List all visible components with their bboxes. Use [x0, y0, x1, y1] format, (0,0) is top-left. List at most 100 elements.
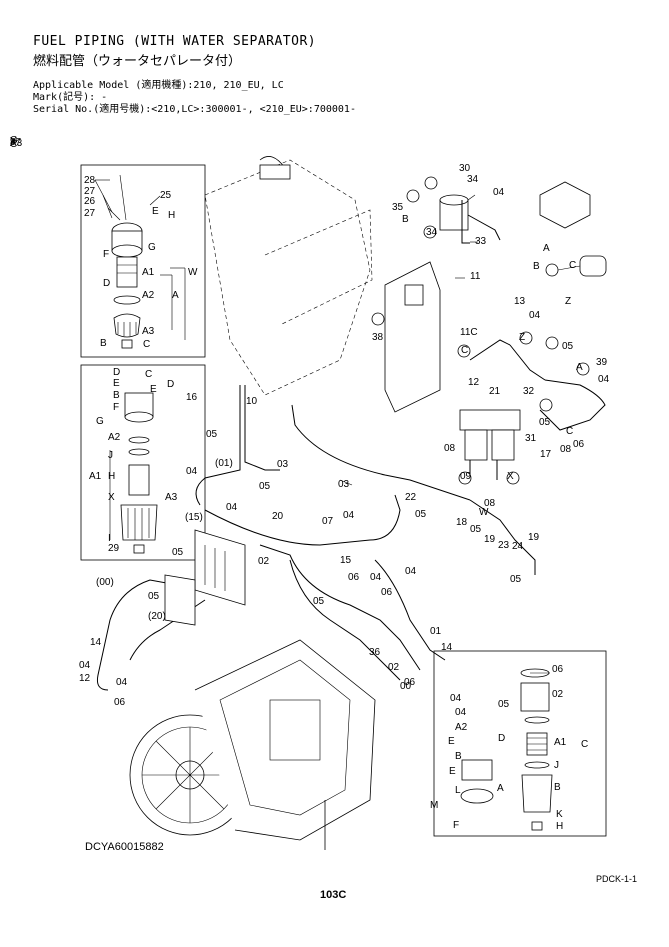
callout-label: 04	[405, 566, 417, 577]
callout-label: E	[150, 384, 157, 395]
callout-label: 06	[404, 677, 416, 688]
callout-label: D	[498, 733, 505, 744]
callout-label: 05	[510, 574, 522, 585]
mark-line: Mark(記号): -	[33, 92, 108, 103]
callout-label: G	[148, 242, 156, 253]
callout-label: 11	[470, 271, 481, 282]
callout-label: C	[143, 339, 150, 350]
callout-label: 06	[381, 587, 393, 598]
callout-label: A	[172, 290, 179, 301]
callout-label: D	[103, 278, 110, 289]
callout-label: 21	[489, 386, 501, 397]
callout-label: M	[430, 800, 438, 811]
callout-label: 04	[116, 677, 128, 688]
callout-circles	[406, 176, 590, 485]
callout-label: 36	[369, 647, 381, 658]
callout-label: 23	[498, 540, 510, 551]
callout-label: L	[455, 785, 461, 796]
callout-label: 04	[450, 693, 462, 704]
callout-label: 04	[186, 466, 198, 477]
top-filter-drawing	[439, 194, 501, 244]
callout-label: B	[100, 338, 107, 349]
callout-label: G	[96, 416, 104, 427]
callout-label: 27	[84, 208, 96, 219]
filter-bracket-panel	[371, 261, 441, 413]
callout-label: 07	[322, 516, 334, 527]
callout-label: A1	[554, 737, 567, 748]
callout-label: Z	[519, 332, 525, 343]
callout-label: 18	[456, 517, 468, 528]
callout-label: 04	[455, 707, 467, 718]
callout-label: 08	[484, 498, 496, 509]
callout-label: X	[108, 492, 115, 503]
drawing-id: DCYA60015882	[85, 841, 164, 853]
callout-label: 02	[388, 662, 400, 673]
callout-label: A	[543, 243, 550, 254]
leader-lines	[95, 179, 550, 674]
callout-label: 05	[148, 591, 160, 602]
callout-label: C	[566, 426, 573, 437]
callout-label: 05	[206, 429, 218, 440]
callout-label: 00	[400, 681, 412, 692]
callout-label: 04	[226, 502, 238, 513]
callout-label: A3	[142, 326, 155, 337]
callout-label: 39	[596, 357, 608, 368]
callout-label: 05	[498, 699, 510, 710]
water-separator-w-drawing	[94, 174, 186, 349]
callout-label: E	[448, 736, 455, 747]
callout-label: 04	[370, 572, 382, 583]
callout-label: 10	[246, 396, 258, 407]
callout-label: F	[113, 402, 119, 413]
callout-label: 25	[160, 190, 172, 201]
callout-label: 02	[258, 556, 270, 567]
callout-label: B	[402, 214, 409, 225]
callout-label: F	[103, 249, 109, 260]
callout-label: 22	[405, 492, 417, 503]
callout-label: E	[152, 206, 159, 217]
callout-label: B	[554, 782, 561, 793]
callout-label: 04	[493, 187, 505, 198]
callout-label: 04	[529, 310, 541, 321]
callout-label: (15)	[185, 512, 203, 523]
callout-label: B	[113, 390, 120, 401]
callout-label: C	[461, 345, 468, 356]
callout-label: Y	[10, 136, 17, 147]
main-separator-filters	[459, 409, 521, 480]
callout-label: J	[108, 450, 113, 461]
callout-label: 09	[460, 471, 472, 482]
callout-label: A2	[455, 722, 468, 733]
callout-label: (00)	[96, 577, 114, 588]
callout-label: 19	[528, 532, 540, 543]
callout-label: 28	[84, 175, 96, 186]
callout-label: 04	[79, 660, 91, 671]
callout-label: 16	[186, 392, 198, 403]
water-separator-x-drawing	[109, 392, 158, 554]
callout-label: W	[188, 267, 198, 278]
callout-label: 05	[470, 524, 482, 535]
applicable-model: Applicable Model (適用機種):210, 210_EU, LC	[33, 80, 284, 91]
callout-label: 11C	[460, 327, 478, 338]
callout-label: 31	[525, 433, 537, 444]
callout-label: 14	[90, 637, 102, 648]
callout-label: 38	[372, 332, 384, 343]
inset-x-frame	[80, 364, 206, 561]
callout-label: A3	[10, 138, 23, 149]
callout-label: (20)	[148, 611, 166, 622]
callout-label: 08	[444, 443, 456, 454]
callout-label: A1	[142, 267, 155, 278]
callout-label: 01	[430, 626, 442, 637]
callout-label: 14	[441, 642, 453, 653]
callout-label: 05	[172, 547, 184, 558]
page-code: PDCK-1-1	[596, 874, 638, 884]
callout-label: 13	[514, 296, 526, 307]
callout-label: C	[581, 739, 588, 750]
callout-label: H	[556, 821, 563, 832]
callout-label: 03	[338, 479, 350, 490]
callout-label: B	[533, 261, 540, 272]
callout-label: 24	[512, 541, 524, 552]
callout-label: Z	[565, 296, 571, 307]
callout-label: 30	[459, 163, 471, 174]
callout-label: 03	[277, 459, 289, 470]
